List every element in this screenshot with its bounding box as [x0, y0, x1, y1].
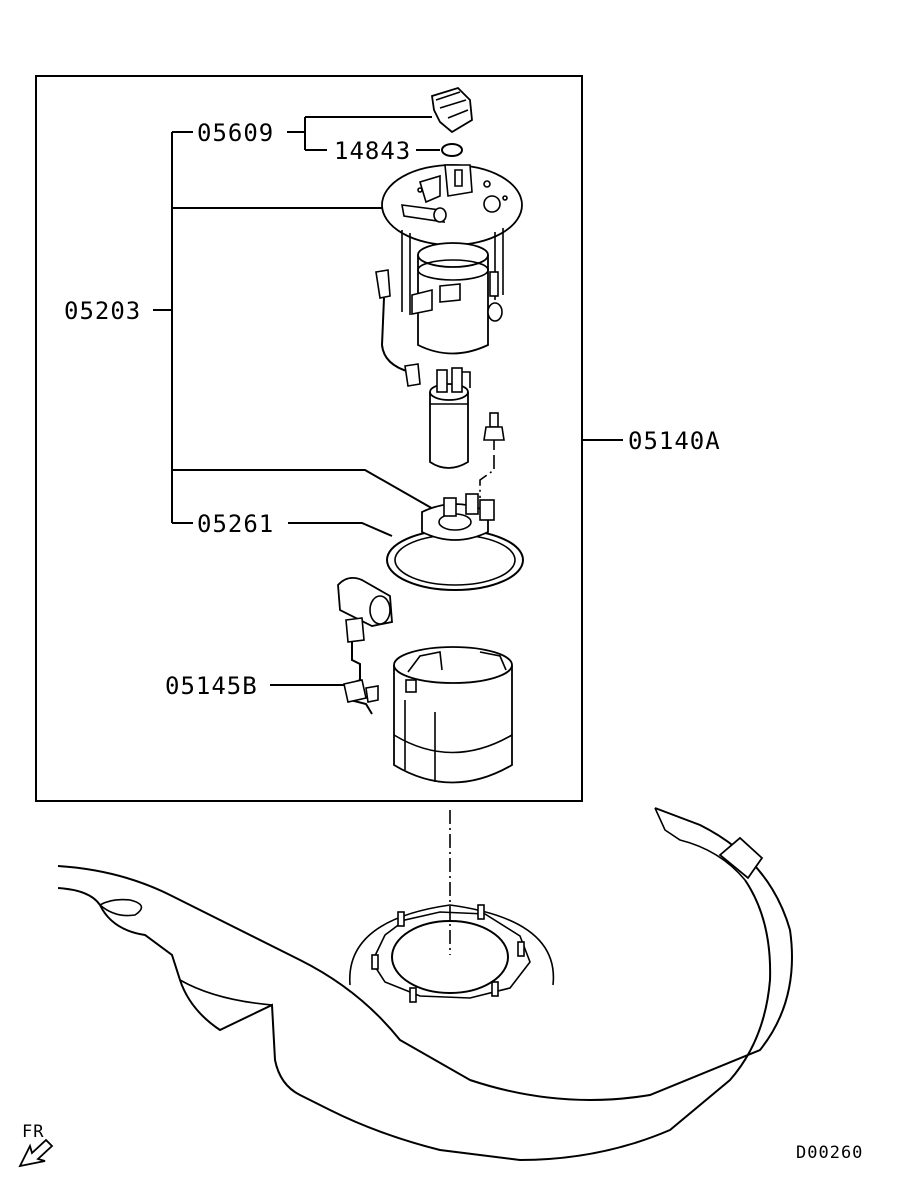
drawing-code: D00260 — [796, 1143, 863, 1163]
direction-label: FR — [22, 1122, 44, 1142]
label-05609: 05609 — [197, 119, 274, 147]
pump-holder-part — [386, 493, 524, 591]
assembly-frame — [35, 75, 583, 802]
leader-lines — [153, 116, 623, 955]
wire-harness-part — [375, 269, 421, 387]
pump-flange-part — [381, 164, 523, 315]
arrow-down-left-icon — [18, 1138, 54, 1168]
fuel-pump-part — [429, 367, 471, 469]
label-05203: 05203 — [64, 297, 141, 325]
o-ring-part — [441, 143, 463, 157]
label-14843: 14843 — [334, 137, 411, 165]
connector-part — [431, 86, 473, 134]
reservoir-cup-part — [393, 646, 513, 784]
pressure-regulator-part — [479, 412, 505, 498]
pump-module-body — [411, 242, 503, 355]
fuel-tank-part — [57, 807, 793, 1162]
label-05145B: 05145B — [165, 672, 258, 700]
label-05140A: 05140A — [628, 427, 721, 455]
front-direction-indicator: FR — [18, 1122, 54, 1168]
fuel-level-sender-part — [337, 576, 393, 715]
label-05261: 05261 — [197, 510, 274, 538]
